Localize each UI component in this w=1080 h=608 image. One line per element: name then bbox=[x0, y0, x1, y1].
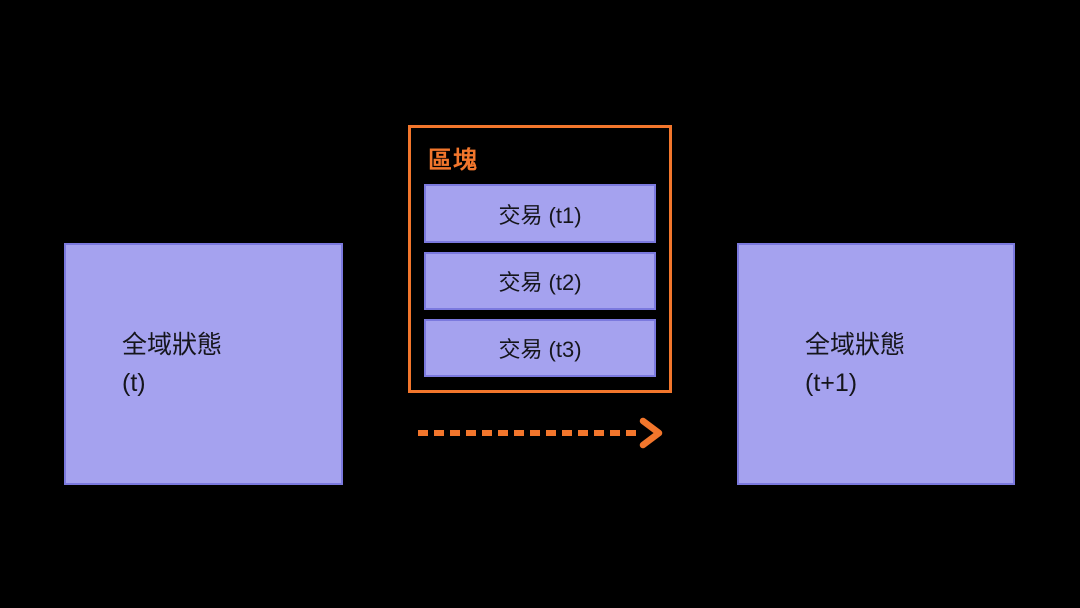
transaction-t1-box: 交易 (t1) bbox=[424, 184, 656, 243]
global-state-t-subtitle: (t) bbox=[122, 369, 146, 397]
global-state-t-box: 全域狀態 (t) bbox=[64, 243, 343, 485]
transaction-t1-label: 交易 (t1) bbox=[498, 202, 582, 228]
global-state-t1-subtitle: (t+1) bbox=[805, 369, 858, 397]
block-container: 區塊 交易 (t1) 交易 (t2) 交易 (t3) bbox=[408, 125, 672, 393]
global-state-t-title: 全域狀態 bbox=[122, 331, 223, 359]
global-state-t1-title: 全域狀態 bbox=[805, 331, 906, 359]
transaction-t3-label: 交易 (t3) bbox=[498, 337, 582, 362]
arrow-head-icon bbox=[639, 417, 663, 449]
arrow-dashed-line bbox=[418, 430, 642, 436]
global-state-t1-box: 全域狀態 (t+1) bbox=[737, 243, 1015, 485]
transaction-t3-box: 交易 (t3) bbox=[424, 319, 656, 377]
block-label: 區塊 bbox=[428, 147, 478, 174]
transaction-t2-box: 交易 (t2) bbox=[424, 252, 656, 310]
state-transition-arrow bbox=[418, 416, 664, 450]
transaction-t2-label: 交易 (t2) bbox=[498, 270, 582, 295]
